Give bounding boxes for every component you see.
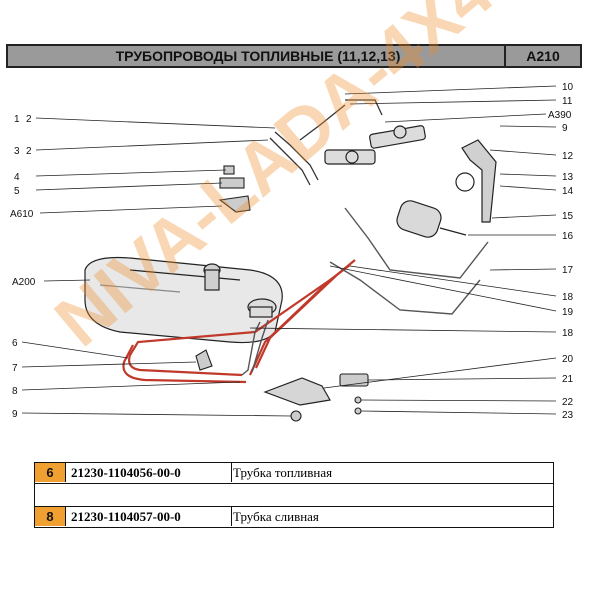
part-name: Трубка топливная [233, 465, 333, 480]
part-name: Трубка сливная [233, 509, 319, 524]
callout-14: 14 [562, 186, 574, 197]
header-bar: ТРУБОПРОВОДЫ ТОПЛИВНЫЕ (11,12,13) A210 [6, 44, 582, 68]
callout-20: 20 [562, 354, 574, 365]
callout-6: 6 [12, 338, 18, 349]
tank-sender-unit [247, 298, 277, 318]
callout-a200: A200 [12, 277, 36, 288]
callout-11: 11 [562, 96, 573, 107]
part-number: 21230-1104057-00-0 [67, 507, 232, 526]
callout-18-b: 18 [562, 328, 574, 339]
part-position: 6 [35, 463, 66, 482]
fuel-line-6-8 [122, 259, 356, 384]
leader-lines [21, 85, 557, 417]
callout-4: 4 [14, 172, 20, 183]
part-position: 8 [35, 507, 66, 526]
part-number: 21230-1104056-00-0 [67, 463, 232, 482]
callout-13: 13 [562, 172, 574, 183]
fuel-filter [396, 200, 467, 238]
callout-5: 5 [14, 186, 20, 197]
metal-pipes [241, 207, 489, 376]
callout-8: 8 [12, 386, 18, 397]
callout-2-a: 2 [26, 114, 32, 125]
callout-9-right: 9 [562, 123, 568, 134]
callout-2-b: 2 [26, 146, 32, 157]
tank-filler-neck [203, 263, 221, 291]
fuel-tank [84, 256, 283, 344]
callout-16: 16 [562, 231, 574, 242]
callout-9-left: 9 [12, 409, 18, 420]
tank-clamps [195, 349, 302, 422]
supply-return-pipes [269, 99, 383, 186]
pipe-shield [263, 377, 331, 406]
parts-row[interactable]: 6 21230-1104056-00-0 Трубка топливная [34, 462, 554, 484]
callout-18-a: 18 [562, 292, 574, 303]
clip-parts-left [218, 165, 251, 213]
fuel-lines-diagram: 1 2 3 2 4 5 A610 A200 6 7 8 9 10 11 A390… [10, 82, 574, 422]
callout-a610: A610 [10, 209, 34, 220]
callout-19: 19 [562, 307, 574, 318]
fuel-rail-assembly [324, 125, 426, 165]
callout-15: 15 [562, 211, 574, 222]
callout-a390: A390 [548, 110, 572, 121]
diagram-code: A210 [504, 46, 580, 66]
callout-3: 3 [14, 146, 20, 157]
callout-21: 21 [562, 374, 574, 385]
page-title: ТРУБОПРОВОДЫ ТОПЛИВНЫЕ (11,12,13) [115, 48, 401, 64]
table-spacer [34, 484, 554, 506]
callout-17: 17 [562, 265, 574, 276]
callout-10: 10 [562, 82, 574, 93]
callout-22: 22 [562, 397, 574, 408]
bracket-clamp [455, 139, 497, 223]
parts-row[interactable]: 8 21230-1104057-00-0 Трубка сливная [34, 506, 554, 528]
callout-12: 12 [562, 151, 574, 162]
callout-1: 1 [14, 114, 20, 125]
callout-23: 23 [562, 410, 574, 421]
callout-7: 7 [12, 363, 18, 374]
clip-parts-right [339, 373, 369, 415]
